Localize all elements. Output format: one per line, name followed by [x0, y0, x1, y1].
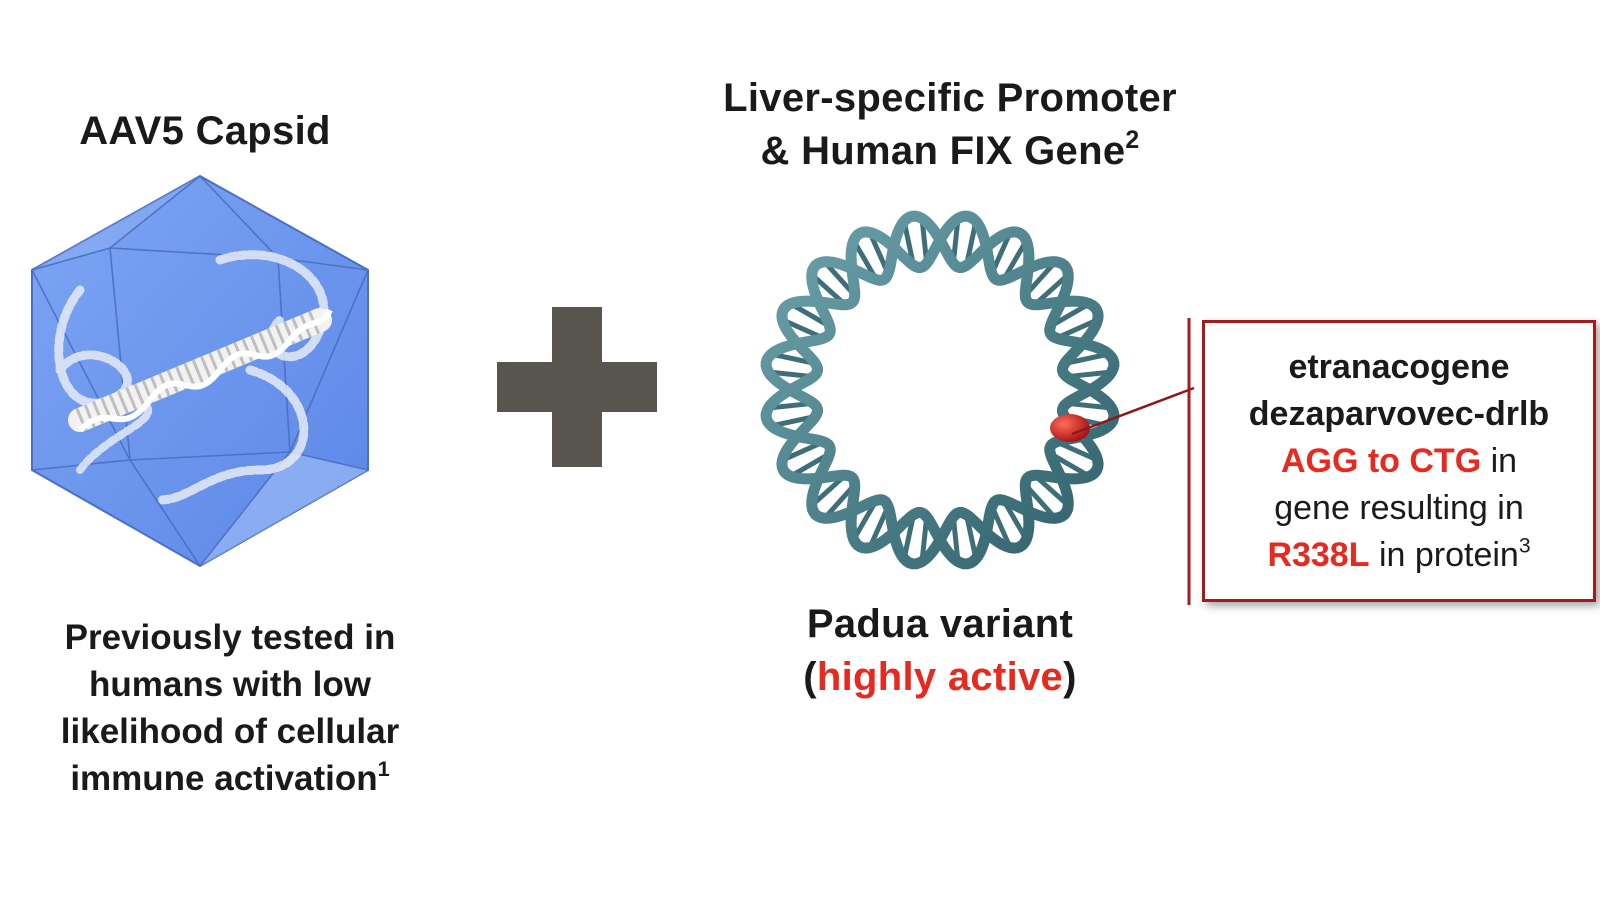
- circular-dna-icon: [760, 210, 1120, 570]
- reference-marker: 1: [377, 755, 390, 781]
- dna-base-pairs: [765, 215, 1115, 565]
- caption-line-text: immune activation: [70, 759, 378, 798]
- caption-line: Padua variant: [806, 602, 1074, 646]
- callout-line: dezaparvovec-drlb: [1248, 394, 1550, 433]
- caption-line: immune activation1: [20, 755, 440, 802]
- dna-strand: [760, 210, 1120, 570]
- reference-marker: 3: [1518, 533, 1531, 557]
- paren: (: [803, 655, 817, 699]
- central-dna-helix: [68, 308, 333, 433]
- codon-change: AGG to CTG: [1280, 441, 1482, 480]
- dna-strands: [760, 210, 1120, 570]
- padua-caption: Padua variant (highly active): [730, 598, 1150, 704]
- callout-line: R338L in protein3: [1267, 532, 1530, 579]
- callout-line: gene resulting in: [1274, 488, 1524, 527]
- caption-line: (highly active): [730, 651, 1150, 704]
- callout-line: AGG to CTG in: [1281, 438, 1517, 485]
- title-line: Liver-specific Promoter: [723, 76, 1177, 120]
- capsid-title: AAV5 Capsid: [79, 109, 331, 153]
- mutation-marker: [1050, 414, 1090, 442]
- capsid-facet: [200, 452, 368, 566]
- caption-line: Previously tested in: [64, 618, 396, 657]
- promoter-title: Liver-specific Promoter & Human FIX Gene…: [640, 72, 1260, 178]
- paren: ): [1063, 655, 1077, 699]
- title-line-text: & Human FIX Gene: [760, 129, 1126, 173]
- highlight-text: highly active: [816, 655, 1064, 699]
- capsid-illustration: [31, 174, 369, 568]
- amino-acid-change: R338L: [1267, 535, 1370, 574]
- callout-text: in protein: [1369, 535, 1519, 574]
- caption-line: humans with low: [89, 665, 371, 704]
- reference-marker: 2: [1125, 126, 1140, 154]
- capsid-facet: [32, 176, 200, 270]
- callout-line: etranacogene: [1288, 347, 1510, 386]
- capsid-caption: Previously tested in humans with low lik…: [20, 614, 440, 802]
- callout-text: in: [1481, 441, 1518, 480]
- callout-box: etranacogene dezaparvovec-drlb AGG to CT…: [1202, 320, 1596, 602]
- callout-connector: [1071, 318, 1195, 605]
- plus-icon: [497, 307, 657, 467]
- caption-line: likelihood of cellular: [60, 712, 400, 751]
- title-line: & Human FIX Gene2: [640, 125, 1260, 178]
